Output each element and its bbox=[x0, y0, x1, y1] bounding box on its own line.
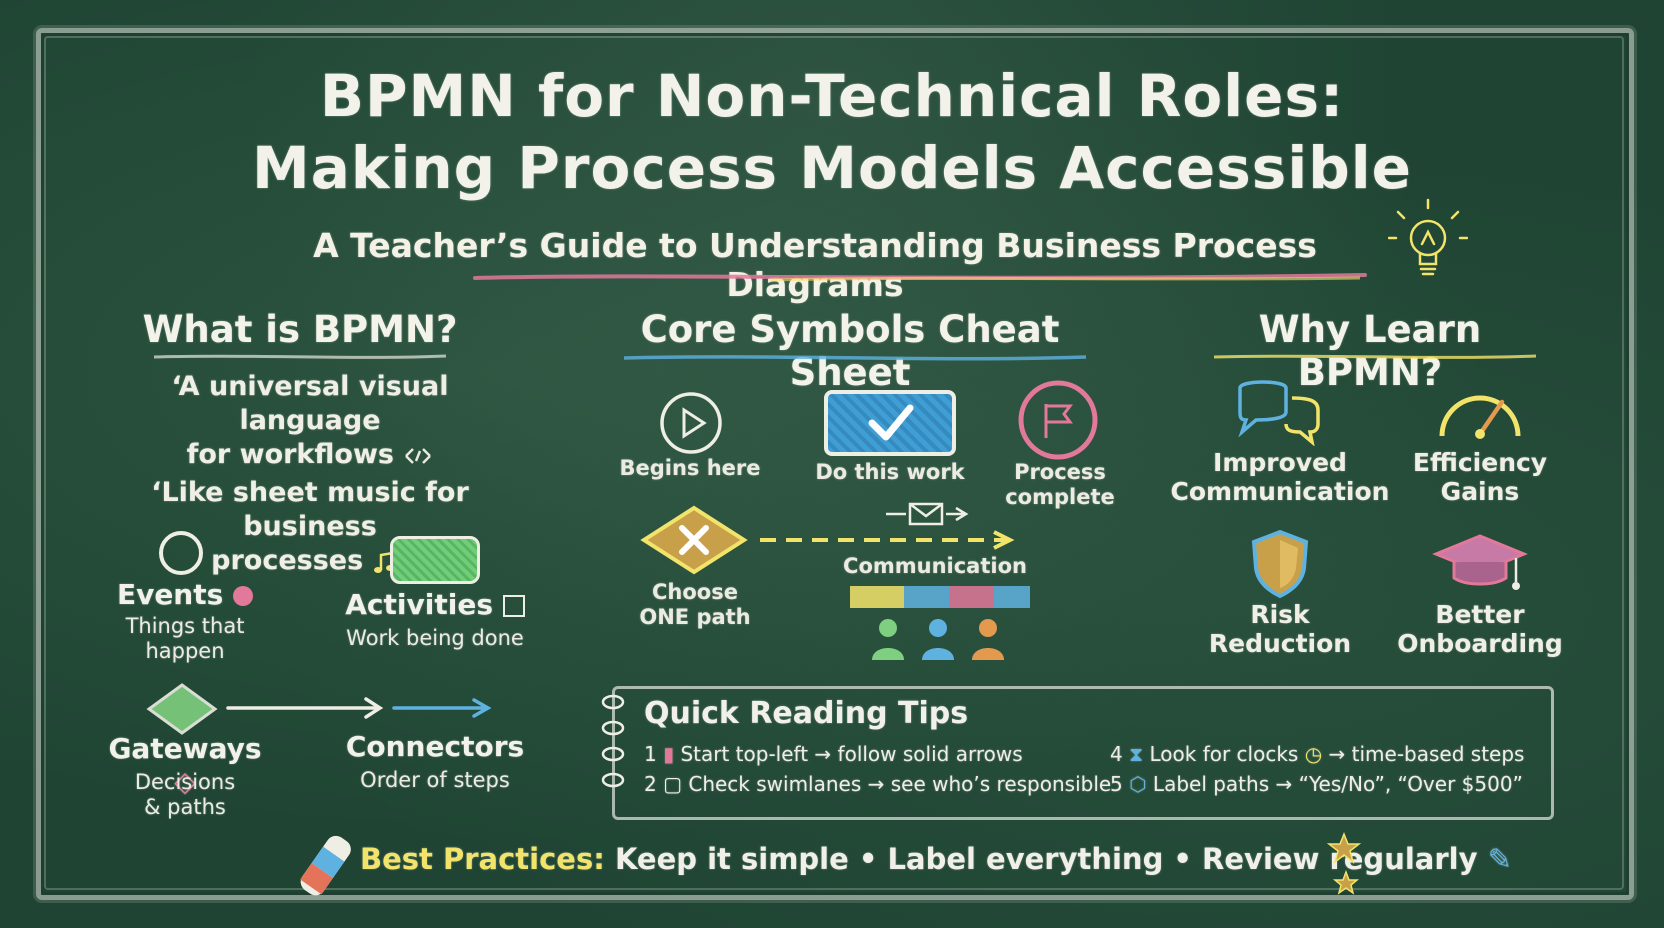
tip-1-text: Start top-left → follow solid arrows bbox=[680, 742, 1023, 766]
subtitle-underline bbox=[473, 273, 1367, 282]
quick-tips-box bbox=[612, 686, 1554, 820]
gateways-desc-line1: Decisions bbox=[134, 770, 236, 794]
tip-4-number: 4 bbox=[1110, 742, 1123, 766]
connectors-desc: Order of steps bbox=[360, 768, 510, 792]
tip-2-number: 2 bbox=[644, 772, 657, 796]
people-icons bbox=[872, 619, 1004, 660]
why-item4-line1: Better bbox=[1435, 600, 1525, 629]
tip-1-number: 1 bbox=[644, 742, 657, 766]
page-title-line2: Making Process Models Accessible bbox=[252, 134, 1412, 202]
swimlane-icon: ▢ bbox=[663, 772, 682, 796]
activities-desc: Work being done bbox=[346, 626, 524, 650]
tip-4: 4 ⧗ Look for clocks ◷ → time-based steps bbox=[1110, 742, 1524, 766]
why-item4-line2: Onboarding bbox=[1397, 629, 1563, 658]
tip-1: 1 ▮ Start top-left → follow solid arrows bbox=[644, 742, 1023, 766]
message-label: Communication bbox=[843, 554, 1027, 578]
quote2-line1: ‘Like sheet music for business bbox=[151, 477, 469, 542]
chalk-eraser-icon bbox=[300, 835, 351, 896]
why-item3-line1: Risk bbox=[1250, 600, 1310, 629]
why-item2-line1: Efficiency bbox=[1412, 448, 1548, 477]
exclusive-gateway-icon bbox=[640, 505, 748, 575]
cheat-sheet-underline bbox=[623, 355, 1087, 361]
why-learn-underline bbox=[1213, 354, 1537, 359]
end-event-icon bbox=[1018, 380, 1098, 460]
label-icon: ⬡ bbox=[1129, 772, 1147, 796]
flag-icon: ▮ bbox=[663, 742, 675, 766]
tip-5: 5 ⬡ Label paths → “Yes/No”, “Over $500” bbox=[1110, 772, 1523, 796]
quote2-line2: processes bbox=[211, 545, 364, 576]
activity-box-icon bbox=[390, 536, 480, 584]
why-item1-line2: Communication bbox=[1170, 477, 1390, 506]
tip-5-number: 5 bbox=[1110, 772, 1123, 796]
why-item3-line2: Reduction bbox=[1208, 629, 1352, 658]
end-event-line1: Process bbox=[1014, 460, 1106, 484]
page-subtitle: A Teacher’s Guide to Understanding Busin… bbox=[313, 226, 1317, 304]
quote1-line2: for workflows bbox=[186, 439, 394, 470]
what-is-underline bbox=[153, 354, 447, 359]
gateways-label: Gateways bbox=[108, 732, 262, 765]
clock-icon: ◷ bbox=[1304, 742, 1323, 766]
lightbulb-icon bbox=[1388, 198, 1468, 276]
pink-dot-icon bbox=[233, 586, 254, 606]
start-event-label: Begins here bbox=[619, 456, 761, 480]
checkmark-icon bbox=[868, 404, 914, 441]
connectors-label: Connectors bbox=[345, 730, 525, 763]
tip-4-text2: → time-based steps bbox=[1328, 742, 1525, 766]
why-item1-line1: Improved bbox=[1213, 448, 1347, 477]
gateway-line2: ONE path bbox=[639, 605, 751, 629]
gateway-diamond-icon bbox=[146, 683, 218, 735]
workflow-icon bbox=[405, 447, 432, 464]
spiral-binding-icon bbox=[601, 694, 625, 788]
gauge-icon bbox=[1439, 395, 1521, 439]
speech-bubbles-icon bbox=[1238, 380, 1320, 446]
gateways-desc-line2: & paths bbox=[144, 795, 226, 819]
event-circle-icon bbox=[159, 531, 203, 575]
swimlane-stripes bbox=[850, 586, 1030, 608]
task-box-icon bbox=[824, 390, 956, 456]
chalk-frame-inner bbox=[44, 36, 1624, 890]
tip-2: 2 ▢ Check swimlanes → see who’s responsi… bbox=[644, 772, 1111, 796]
what-is-bpmn-heading: What is BPMN? bbox=[142, 308, 458, 351]
chalk-pencil-icon: ✎ bbox=[1487, 842, 1512, 876]
why-learn-heading: Why Learn BPMN? bbox=[1258, 308, 1482, 394]
tip-4-text: Look for clocks bbox=[1149, 742, 1299, 766]
events-desc-line1: Things that bbox=[125, 614, 245, 638]
events-label: Events bbox=[116, 578, 224, 611]
connector-arrows-icon bbox=[226, 697, 492, 719]
activities-label: Activities bbox=[345, 588, 493, 621]
gateway-line1: Choose bbox=[652, 580, 738, 604]
tip-5-text: Label paths → “Yes/No”, “Over $500” bbox=[1152, 772, 1523, 796]
page-title-line1: BPMN for Non-Technical Roles: bbox=[319, 62, 1345, 130]
chalk-frame-outer bbox=[36, 28, 1634, 900]
events-desc-line2: happen bbox=[145, 639, 225, 663]
square-icon bbox=[502, 595, 525, 617]
message-flow-icon bbox=[760, 502, 1015, 550]
best-practices-label: Best Practices: bbox=[360, 842, 605, 876]
pink-diamond-icon: ◇ bbox=[174, 765, 196, 798]
tip-2-text: Check swimlanes → see who’s responsible bbox=[688, 772, 1112, 796]
quote1-line1: ‘A universal visual language bbox=[171, 371, 449, 436]
hourglass-icon: ⧗ bbox=[1129, 742, 1144, 766]
shield-icon bbox=[1251, 529, 1309, 599]
tips-heading: Quick Reading Tips bbox=[644, 696, 969, 731]
end-event-line2: complete bbox=[1005, 485, 1115, 509]
graduation-cap-icon bbox=[1432, 534, 1528, 590]
task-label: Do this work bbox=[815, 460, 965, 484]
best-practices: Best Practices: Keep it simple • Label e… bbox=[360, 842, 1512, 876]
start-event-icon bbox=[660, 392, 722, 454]
stars-icon bbox=[1326, 832, 1362, 895]
why-item2-line2: Gains bbox=[1440, 477, 1520, 506]
